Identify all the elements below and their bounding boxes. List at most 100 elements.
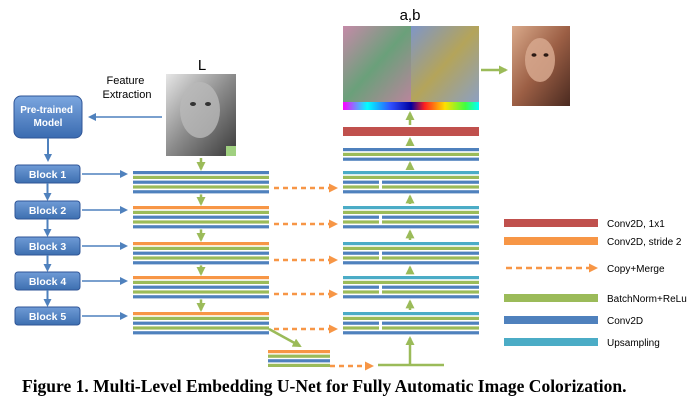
pretrained-model-box: Pre-trained Model <box>13 95 83 139</box>
colorized-output-image <box>512 26 570 106</box>
conv2d-layer <box>343 215 479 219</box>
conv2d-layer <box>133 331 269 335</box>
block-label: Block 4 <box>29 276 67 288</box>
conv2d-layer <box>133 251 269 255</box>
encoder-to-bottleneck-arrow <box>268 327 302 348</box>
merge-gap <box>379 215 382 225</box>
bnrelu-layer <box>133 175 269 179</box>
decoder-top-stack <box>343 148 479 170</box>
bnrelu-layer <box>133 185 269 189</box>
bnrelu-layer <box>133 316 269 320</box>
encoder-stack-3 <box>133 242 269 276</box>
legend-item: Copy+Merge <box>506 263 665 275</box>
feature-extraction-label: Feature Extraction <box>103 75 152 101</box>
bnrelu-layer <box>133 290 269 294</box>
encoder-blocks: Block 1 Block 2 Block 3 Block 4 Block 5 <box>14 164 128 326</box>
upsample-layer <box>343 312 479 316</box>
encoder-stacks <box>133 158 330 367</box>
block-3: Block 3 <box>14 236 128 272</box>
bnrelu-layer <box>343 280 479 284</box>
conv2d-layer <box>343 295 479 299</box>
bnrelu-layer <box>268 363 330 367</box>
conv2d-layer <box>133 321 269 325</box>
legend-label: Conv2D, 1x1 <box>607 219 665 230</box>
bnrelu-layer <box>133 326 269 330</box>
conv2d-layer <box>343 285 479 289</box>
stride2-layer <box>133 242 269 246</box>
bnrelu-layer <box>133 256 269 260</box>
bnrelu-layer <box>343 256 479 260</box>
decoder-stack-2 <box>343 194 479 229</box>
block-box <box>14 306 81 326</box>
legend-swatch <box>504 219 598 227</box>
stride2-layer <box>133 206 269 210</box>
input-label: L <box>198 57 206 74</box>
upsample-layer <box>343 171 479 175</box>
legend-item: Upsampling <box>504 338 660 349</box>
upsample-layer <box>343 206 479 210</box>
bnrelu-layer <box>343 290 479 294</box>
conv2d-layer <box>343 251 479 255</box>
legend-item: Conv2D, stride 2 <box>504 237 682 248</box>
conv2d-layer <box>133 225 269 229</box>
figure-caption: Figure 1. Multi-Level Embedding U-Net fo… <box>22 376 627 396</box>
encoder-stack-4 <box>133 276 269 312</box>
conv2d-layer <box>343 190 479 194</box>
bnrelu-layer <box>343 210 479 214</box>
stride2-layer <box>133 276 269 280</box>
bottleneck-stack <box>268 327 330 367</box>
output-label: a,b <box>400 7 421 24</box>
decoder-stack-3 <box>343 229 479 265</box>
legend-item: BatchNorm+ReLu <box>504 294 687 305</box>
bnrelu-layer <box>133 220 269 224</box>
legend-item: Conv2D, 1x1 <box>504 219 665 230</box>
legend-label: Upsampling <box>607 338 660 349</box>
conv2d-layer <box>343 225 479 229</box>
conv2d-layer <box>133 295 269 299</box>
skip-connections <box>274 183 374 371</box>
conv2d-layer <box>133 215 269 219</box>
block-4: Block 4 <box>14 271 128 307</box>
merge-gap <box>379 180 382 190</box>
merge-gap <box>379 251 382 261</box>
merge-gap <box>379 321 382 331</box>
legend-label: Copy+Merge <box>607 264 665 275</box>
block-label: Block 3 <box>29 241 67 253</box>
decoder-stack-4 <box>343 265 479 299</box>
stride2-layer <box>133 312 269 316</box>
conv2d-layer <box>133 171 269 175</box>
legend-item: Conv2D <box>504 316 643 327</box>
conv2d-layer <box>343 331 479 335</box>
block-5: Block 5 <box>14 306 128 326</box>
upsample-layer <box>343 276 479 280</box>
bnrelu-layer <box>343 316 479 320</box>
bnrelu-layer <box>343 246 479 250</box>
encoder-stack-2 <box>133 206 269 242</box>
encoder-stack-1 <box>133 171 269 206</box>
block-label: Block 5 <box>29 311 67 323</box>
bnrelu-layer <box>133 210 269 214</box>
bnrelu-layer <box>343 220 479 224</box>
block-2: Block 2 <box>14 200 128 237</box>
block-label: Block 1 <box>29 169 67 181</box>
conv2d-layer <box>343 261 479 265</box>
legend-label: Conv2D, stride 2 <box>607 237 682 248</box>
legend-swatch <box>504 316 598 324</box>
bnrelu-layer <box>343 185 479 189</box>
decoder-stack-5 <box>343 299 479 335</box>
block-label: Block 2 <box>29 205 67 217</box>
conv2d-layer <box>133 285 269 289</box>
conv2d-layer <box>343 321 479 325</box>
conv2d-layer <box>343 148 479 152</box>
conv2d-layer <box>343 180 479 184</box>
legend-swatch <box>504 338 598 346</box>
conv2d-layer <box>268 359 330 363</box>
legend-label: Conv2D <box>607 316 643 327</box>
pretrained-label: Pre-trained Model <box>20 105 76 129</box>
bnrelu-layer <box>133 246 269 250</box>
bnrelu-layer <box>343 326 479 330</box>
bnrelu-layer <box>343 175 479 179</box>
